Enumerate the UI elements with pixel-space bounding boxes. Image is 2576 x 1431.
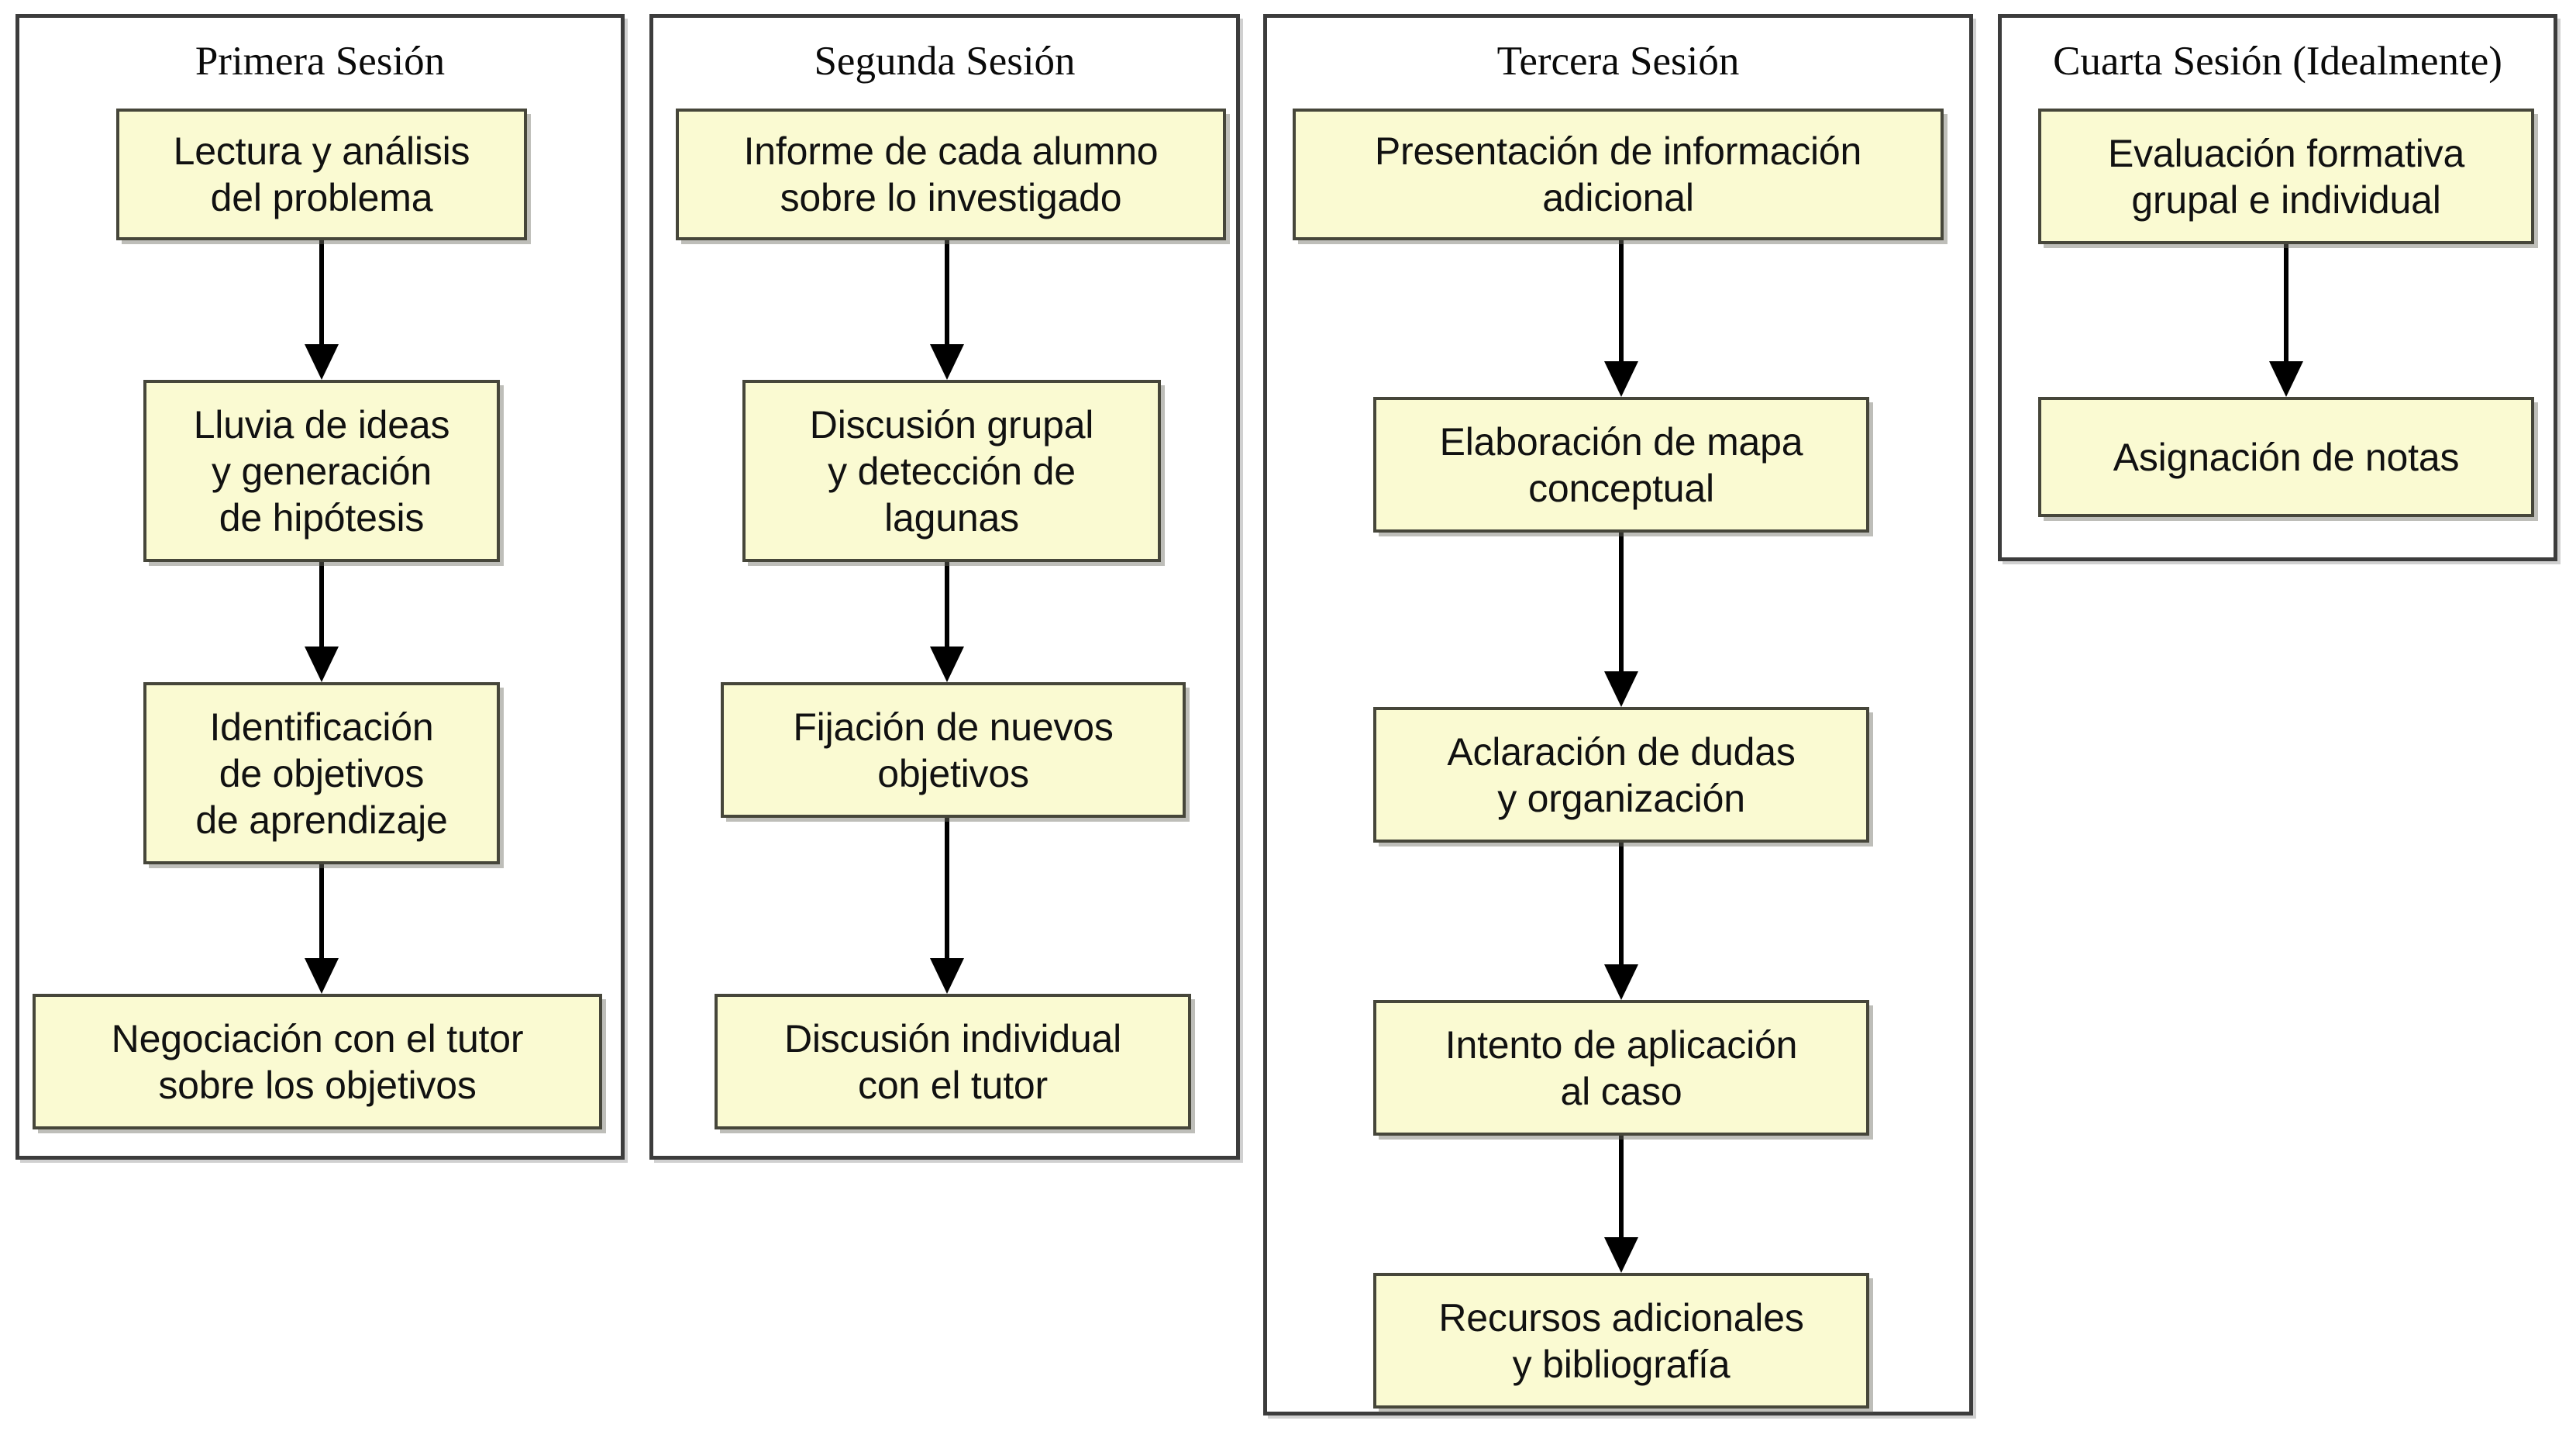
process-node-label: Asignación de notas	[2113, 435, 2460, 479]
process-node-label: Fijación de nuevos objetivos	[793, 705, 1114, 795]
process-node[interactable]: Evaluación formativa grupal e individual	[2038, 109, 2534, 244]
arrow-head-icon	[930, 647, 964, 682]
process-node-label: Elaboración de mapa conceptual	[1439, 419, 1803, 510]
arrow-shaft	[319, 864, 324, 961]
arrow-head-icon	[1604, 964, 1638, 1000]
arrow-shaft	[2284, 244, 2288, 364]
process-node[interactable]: Fijación de nuevos objetivos	[721, 682, 1186, 818]
process-node-label: Discusión grupal y detección de lagunas	[809, 402, 1094, 540]
process-node[interactable]: Elaboración de mapa conceptual	[1373, 397, 1869, 533]
process-node-label: Informe de cada alumno sobre lo investig…	[743, 129, 1159, 219]
process-node[interactable]: Lectura y análisis del problema	[116, 109, 527, 240]
process-node-label: Lluvia de ideas y generación de hipótesi…	[193, 402, 450, 540]
session-title-2: Segunda Sesión	[814, 39, 1076, 84]
process-node[interactable]: Lluvia de ideas y generación de hipótesi…	[143, 380, 500, 562]
session-title-4: Cuarta Sesión (Idealmente)	[2053, 39, 2502, 84]
process-node[interactable]: Asignación de notas	[2038, 397, 2534, 517]
arrow-head-icon	[305, 647, 339, 682]
process-node[interactable]: Recursos adicionales y bibliografía	[1373, 1273, 1869, 1409]
process-node[interactable]: Identificación de objetivos de aprendiza…	[143, 682, 500, 864]
process-node-label: Lectura y análisis del problema	[173, 129, 470, 219]
arrow-shaft	[945, 818, 949, 961]
arrow-head-icon	[1604, 361, 1638, 397]
arrow-shaft	[1619, 533, 1624, 674]
arrow-shaft	[1619, 1136, 1624, 1240]
arrow-head-icon	[2269, 361, 2303, 397]
arrow-head-icon	[1604, 671, 1638, 707]
process-node-label: Identificación de objetivos de aprendiza…	[195, 705, 448, 842]
arrow-head-icon	[305, 344, 339, 380]
arrow-shaft	[1619, 240, 1624, 364]
process-node-label: Evaluación formativa grupal e individual	[2107, 131, 2465, 222]
arrow-shaft	[945, 240, 949, 347]
process-node-label: Presentación de información adicional	[1374, 129, 1862, 219]
arrow-head-icon	[930, 958, 964, 994]
process-node[interactable]: Intento de aplicación al caso	[1373, 1000, 1869, 1136]
process-node[interactable]: Discusión individual con el tutor	[715, 994, 1191, 1129]
process-node[interactable]: Negociación con el tutor sobre los objet…	[33, 994, 602, 1129]
process-node-label: Intento de aplicación al caso	[1445, 1022, 1798, 1113]
session-title-1: Primera Sesión	[195, 39, 446, 84]
process-node-label: Discusión individual con el tutor	[783, 1016, 1122, 1107]
arrow-shaft	[1619, 843, 1624, 967]
arrow-head-icon	[1604, 1237, 1638, 1273]
process-node[interactable]: Informe de cada alumno sobre lo investig…	[676, 109, 1226, 240]
process-node[interactable]: Aclaración de dudas y organización	[1373, 707, 1869, 843]
process-node[interactable]: Presentación de información adicional	[1293, 109, 1944, 240]
arrow-head-icon	[305, 958, 339, 994]
arrow-head-icon	[930, 344, 964, 380]
session-title-3: Tercera Sesión	[1496, 39, 1740, 84]
process-node[interactable]: Discusión grupal y detección de lagunas	[742, 380, 1161, 562]
arrow-shaft	[319, 240, 324, 347]
arrow-shaft	[319, 562, 324, 650]
process-node-label: Aclaración de dudas y organización	[1447, 729, 1796, 820]
process-node-label: Negociación con el tutor sobre los objet…	[111, 1016, 524, 1107]
process-node-label: Recursos adicionales y bibliografía	[1438, 1295, 1804, 1386]
arrow-shaft	[945, 562, 949, 650]
